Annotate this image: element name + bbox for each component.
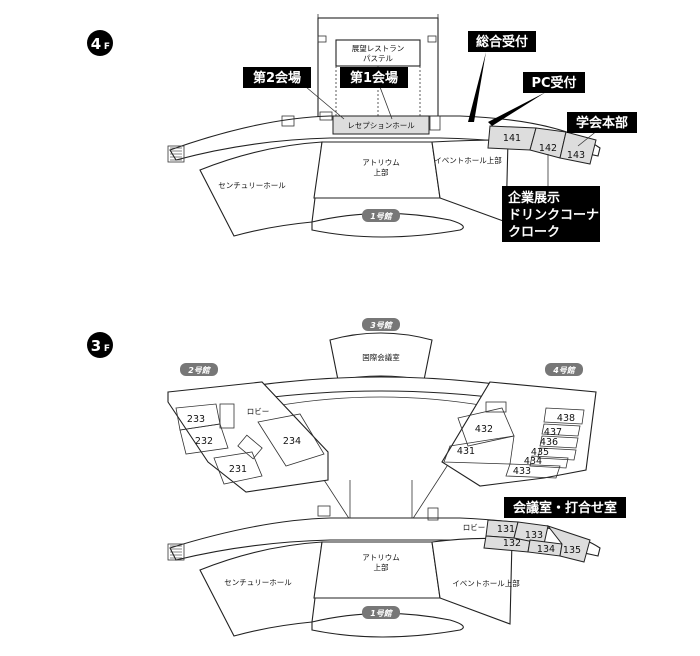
room-135-label: 135 — [563, 545, 581, 556]
west-stairs-3f — [167, 543, 185, 561]
building-3-badge: 3号館 — [362, 318, 400, 331]
room-435 — [537, 447, 577, 461]
event-hall-4f-label: イベントホール上部 — [434, 155, 502, 165]
century-hall-3f-label: センチュリーホール — [224, 578, 292, 587]
west-stairs-4f — [167, 145, 185, 163]
callout-exhibit-line2: ドリンクコーナー — [508, 208, 612, 223]
room-436 — [539, 435, 579, 449]
callout-reception-desk: 総合受付 — [468, 31, 536, 52]
building-1-3f-label: 1号館 — [370, 609, 394, 618]
callout-exhibit-line1: 企業展示 — [507, 190, 560, 206]
callout-reception-desk-text: 総合受付 — [476, 34, 528, 50]
room-135 — [546, 525, 591, 563]
floor-3f-badge: 3 F — [87, 332, 113, 358]
reception-hall-label: レセプションホール — [347, 121, 415, 130]
room-231 — [213, 451, 263, 485]
room-134-label: 134 — [537, 544, 555, 555]
room-234-label: 234 — [283, 436, 301, 447]
room-433 — [505, 463, 561, 479]
building-4-label: 4号館 — [552, 366, 577, 375]
room-142-label: 142 — [539, 143, 557, 154]
room-434 — [529, 455, 569, 469]
floor-4f: 4 F 展望レストラン パステル レセプションホール — [87, 14, 637, 242]
callout-meeting-text: 会議室・打合せ室 — [513, 500, 617, 516]
room-132-label: 132 — [503, 538, 521, 549]
floor-3f: 3 F 国際会議室 3号館 233 232 231 234 ロビー 2号館 — [87, 318, 626, 638]
room-232-label: 232 — [195, 436, 213, 447]
floor-4f-suffix: F — [104, 42, 110, 52]
room-234 — [257, 413, 325, 467]
event-hall-3f-label: イベントホール上部 — [452, 578, 520, 588]
callout-society-hq: 学会本部 — [567, 112, 637, 133]
lobby-west-label: ロビー — [247, 407, 270, 416]
atrium-4f-label-1: アトリウム — [362, 158, 400, 167]
callout-hall2-text: 第2会場 — [253, 70, 301, 86]
building-2-wing — [167, 381, 329, 493]
room-141-label: 141 — [503, 133, 521, 144]
intl-conference-label: 国際会議室 — [362, 352, 400, 362]
building-4-badge: 4号館 — [545, 363, 583, 376]
room-231-label: 231 — [229, 464, 247, 475]
room-437-label: 437 — [544, 427, 562, 438]
century-hall-4f-label: センチュリーホール — [218, 181, 286, 190]
room-431-label: 431 — [457, 446, 475, 457]
room-436-label: 436 — [540, 437, 558, 448]
building-3-label: 3号館 — [370, 321, 394, 330]
century-hall-3f — [199, 541, 323, 637]
callout-meeting-rooms: 会議室・打合せ室 — [504, 497, 626, 518]
atrium-4f-label-2: 上部 — [374, 167, 389, 177]
room-233-label: 233 — [187, 414, 205, 425]
room-143 — [559, 131, 597, 165]
room-438 — [543, 407, 585, 425]
callout-pc-desk: PC受付 — [523, 72, 585, 93]
floor-4f-badge: 4 F — [87, 30, 113, 56]
room-437 — [541, 423, 581, 437]
room-432-label: 432 — [475, 424, 493, 435]
floor-3f-suffix: F — [104, 344, 110, 354]
floor-4f-number: 4 — [91, 35, 101, 53]
building-1-4f-label: 1号館 — [370, 212, 394, 221]
room-438-label: 438 — [557, 413, 575, 424]
room-131-label: 131 — [497, 524, 515, 535]
callout-pc-desk-text: PC受付 — [531, 75, 576, 91]
lobby-east-label: ロビー — [463, 523, 486, 532]
room-435-label: 435 — [531, 447, 549, 458]
reception-hall — [332, 115, 430, 135]
building-2-badge: 2号館 — [180, 363, 218, 376]
building-4-wing — [441, 381, 597, 487]
callout-exhibit-line3: クローク — [508, 225, 560, 240]
building-1-badge-3f: 1号館 — [362, 606, 400, 619]
room-133-label: 133 — [525, 530, 543, 541]
restaurant-name-line2: パステル — [363, 54, 393, 63]
atrium-3f-label-2: 上部 — [374, 562, 389, 572]
restaurant-name-line1: 展望レストラン — [352, 43, 405, 53]
callout-hall2: 第2会場 — [243, 67, 311, 88]
callout-hall1: 第1会場 — [340, 67, 408, 88]
building-1-badge-4f: 1号館 — [362, 209, 400, 222]
callout-exhibit: 企業展示 ドリンクコーナー クローク — [502, 186, 612, 242]
floor-3f-number: 3 — [91, 337, 101, 355]
room-434-label: 434 — [524, 456, 542, 467]
room-232 — [179, 423, 229, 455]
callout-society-hq-text: 学会本部 — [576, 115, 628, 131]
event-hall-4f — [431, 139, 509, 223]
callout-hall1-text: 第1会場 — [350, 70, 398, 86]
room-143-label: 143 — [567, 150, 585, 161]
atrium-3f-label-1: アトリウム — [362, 553, 400, 562]
building-2-label: 2号館 — [188, 366, 212, 375]
room-433-label: 433 — [513, 466, 531, 477]
